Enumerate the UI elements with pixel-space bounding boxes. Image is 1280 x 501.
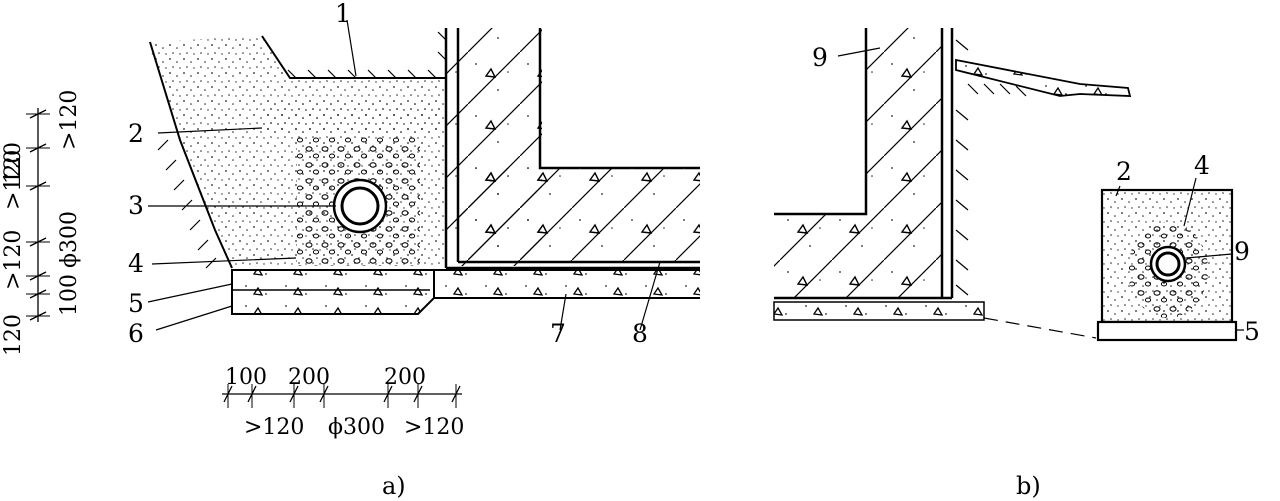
- callout-6: 6: [128, 319, 144, 348]
- vertical-dimension-chain: [26, 108, 50, 322]
- callout-b-9-top: 9: [812, 43, 828, 72]
- callout-b-5: 5: [1244, 317, 1260, 346]
- callout-7: 7: [550, 319, 566, 348]
- dim-h-200-b: 200: [384, 365, 426, 390]
- callout-b-2: 2: [1116, 157, 1132, 186]
- cushion-b: [773, 301, 985, 321]
- dim-h-gt120-b: >120: [404, 415, 464, 440]
- dim-v-120-a: 120: [1, 314, 26, 356]
- callout-2: 2: [128, 119, 144, 148]
- dim-h-200-a: 200: [288, 365, 330, 390]
- callout-b-4: 4: [1194, 151, 1210, 180]
- horizontal-dimension-chain: [222, 384, 462, 408]
- caption-a: a): [382, 472, 406, 500]
- cushion-layer: [434, 270, 700, 298]
- dim-h-phi300: ϕ300: [328, 415, 385, 440]
- excavation-slope: [149, 41, 233, 269]
- dim-h-gt120-a: >120: [244, 415, 304, 440]
- dim-h-100: 100: [225, 365, 267, 390]
- callout-8: 8: [632, 319, 648, 348]
- section-b: [773, 28, 1244, 342]
- drain-footing: [231, 269, 435, 315]
- drain-pipe: [332, 178, 388, 234]
- floor-slab: [458, 168, 700, 262]
- leader-lines-a: [147, 19, 661, 331]
- dim-v-gt120-b: >120: [1, 150, 26, 210]
- dim-v-phi300: ϕ300: [57, 211, 82, 268]
- detail-base: [1096, 320, 1238, 342]
- caption-b: b): [1016, 472, 1041, 500]
- dim-v-gt120-c: >120: [57, 90, 82, 150]
- callout-b-9-right: 9: [1234, 237, 1250, 266]
- dim-v-100: 100: [57, 274, 82, 316]
- callout-1: 1: [335, 0, 351, 28]
- wall-b: [866, 28, 942, 214]
- slab-b: [774, 214, 942, 298]
- callout-3: 3: [128, 191, 144, 220]
- dim-v-120-top: 120: [1, 142, 26, 184]
- apron-slab: [955, 58, 1132, 97]
- callout-4: 4: [128, 249, 144, 278]
- section-a: [147, 19, 700, 331]
- ground-hatch: [157, 31, 447, 269]
- callout-5: 5: [128, 289, 144, 318]
- dim-v-gt120-a: >120: [1, 230, 26, 290]
